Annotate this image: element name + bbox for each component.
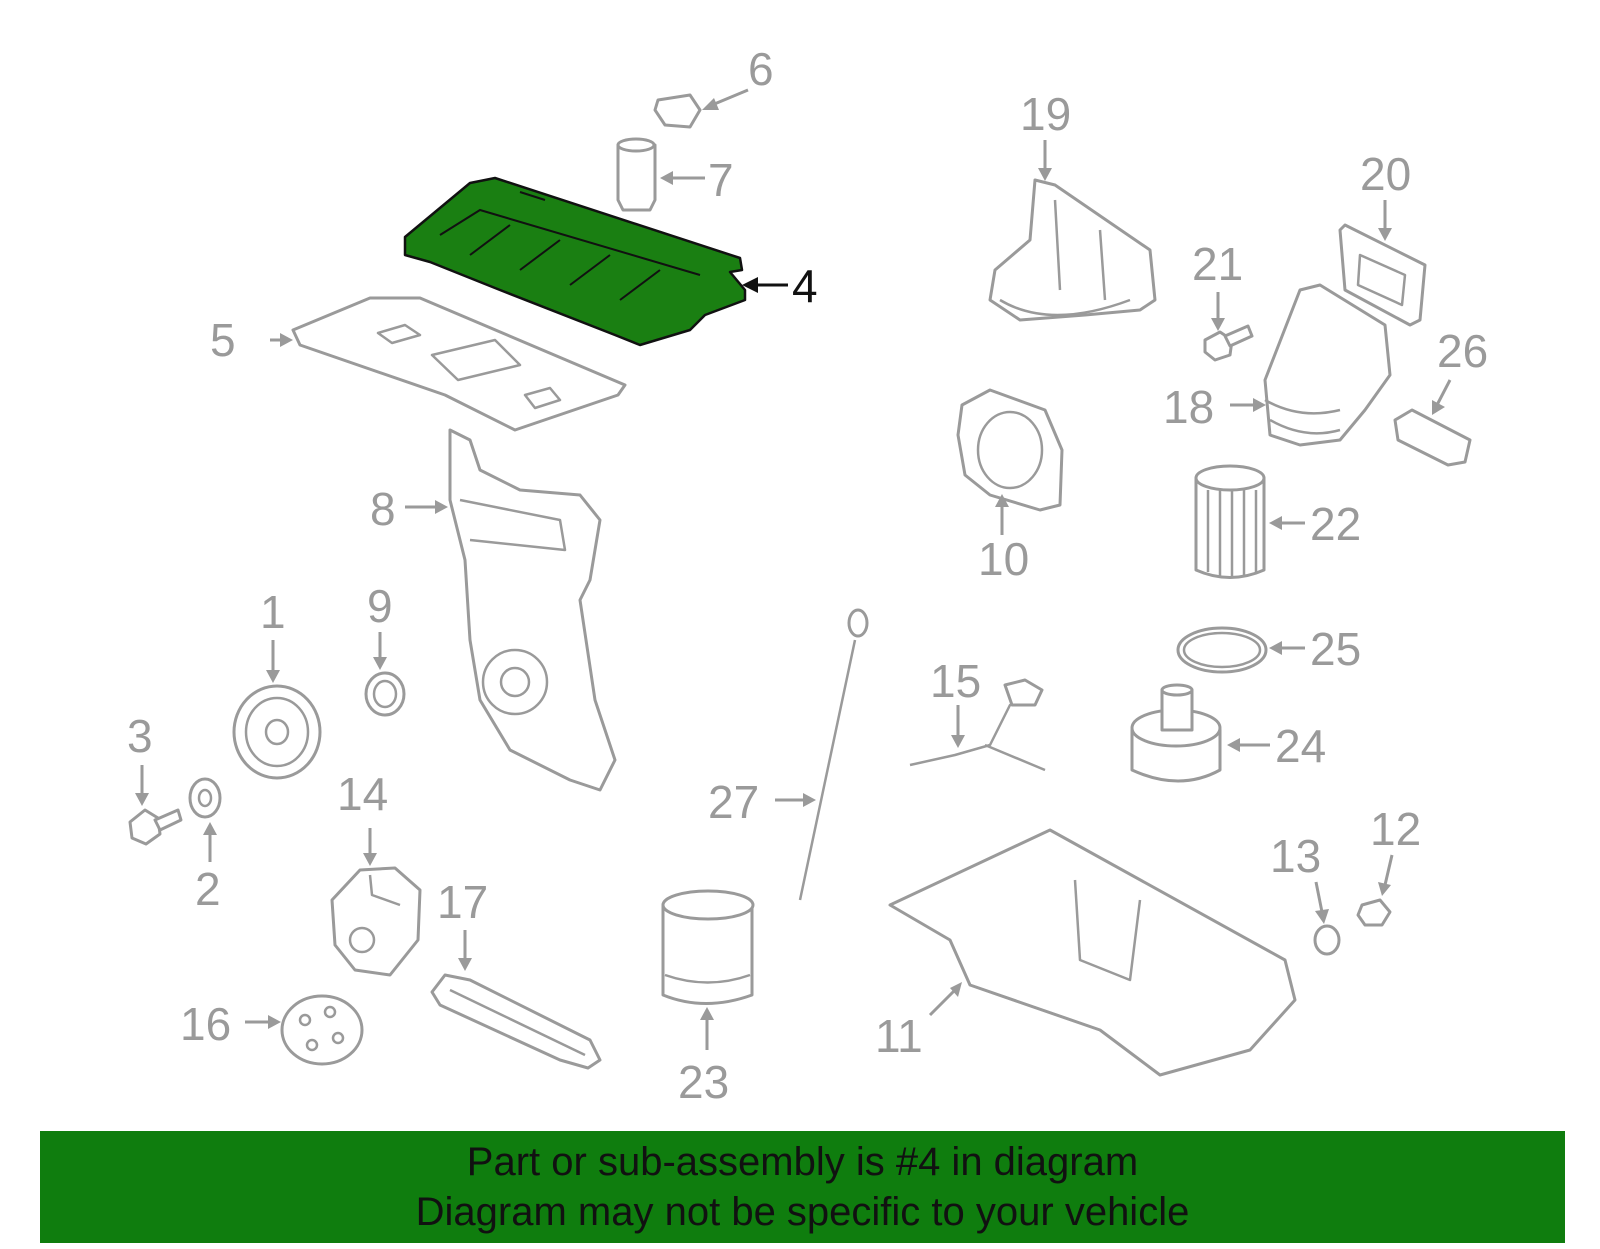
svg-text:7: 7 bbox=[708, 154, 734, 206]
callout-16: 16 bbox=[180, 998, 281, 1050]
svg-text:26: 26 bbox=[1437, 325, 1488, 377]
callout-15: 15 bbox=[930, 655, 981, 748]
svg-text:22: 22 bbox=[1310, 498, 1361, 550]
svg-text:2: 2 bbox=[195, 863, 221, 915]
banner-line-2: Diagram may not be specific to your vehi… bbox=[415, 1190, 1190, 1234]
part-22-filter-element bbox=[1194, 464, 1266, 579]
svg-text:12: 12 bbox=[1370, 803, 1421, 855]
svg-text:3: 3 bbox=[127, 710, 153, 762]
callout-27: 27 bbox=[708, 776, 816, 828]
callout-6: 6 bbox=[702, 43, 774, 110]
svg-text:11: 11 bbox=[875, 1010, 923, 1062]
part-23-oil-filter bbox=[661, 889, 755, 1005]
svg-text:25: 25 bbox=[1310, 623, 1361, 675]
callout-1: 1 bbox=[260, 586, 286, 683]
svg-text:18: 18 bbox=[1163, 381, 1214, 433]
svg-text:23: 23 bbox=[678, 1056, 729, 1108]
part-5-gasket bbox=[291, 296, 627, 432]
callout-17: 17 bbox=[437, 876, 488, 971]
callout-23: 23 bbox=[678, 1007, 729, 1108]
svg-text:4: 4 bbox=[792, 260, 818, 312]
part-27-dipstick bbox=[798, 608, 869, 901]
part-17-chain bbox=[430, 973, 602, 1070]
svg-text:8: 8 bbox=[370, 483, 396, 535]
part-8-timing-cover bbox=[448, 428, 617, 792]
part-25-o-ring bbox=[1176, 626, 1268, 674]
info-banner: Part or sub-assembly is #4 in diagram Di… bbox=[40, 1131, 1565, 1243]
callout-22: 22 bbox=[1269, 498, 1361, 550]
callout-10: 10 bbox=[978, 494, 1029, 585]
svg-text:6: 6 bbox=[748, 43, 774, 95]
callout-14: 14 bbox=[337, 768, 388, 866]
callout-4: 4 bbox=[742, 260, 818, 312]
callout-25: 25 bbox=[1269, 623, 1361, 675]
part-4-valve-cover[interactable] bbox=[403, 176, 747, 347]
part-9-seal bbox=[364, 671, 406, 717]
callout-12: 12 bbox=[1370, 803, 1421, 896]
callout-11: 11 bbox=[875, 982, 962, 1062]
callout-7: 7 bbox=[660, 154, 734, 206]
part-19-bracket bbox=[988, 178, 1157, 322]
callout-3: 3 bbox=[127, 710, 153, 806]
svg-text:15: 15 bbox=[930, 655, 981, 707]
callout-9: 9 bbox=[367, 580, 393, 670]
svg-text:1: 1 bbox=[260, 586, 286, 638]
callout-2: 2 bbox=[195, 822, 221, 915]
part-18-filter-housing bbox=[1263, 283, 1392, 447]
svg-text:13: 13 bbox=[1270, 830, 1321, 882]
callout-21: 21 bbox=[1192, 238, 1243, 331]
svg-text:20: 20 bbox=[1360, 148, 1411, 200]
svg-text:9: 9 bbox=[367, 580, 393, 632]
callout-5: 5 bbox=[210, 314, 293, 366]
svg-text:21: 21 bbox=[1192, 238, 1243, 290]
callout-19: 19 bbox=[1020, 88, 1071, 181]
part-13-washer bbox=[1313, 924, 1341, 956]
svg-text:24: 24 bbox=[1275, 720, 1326, 772]
svg-text:16: 16 bbox=[180, 998, 231, 1050]
callout-18: 18 bbox=[1163, 381, 1266, 433]
part-16-plate bbox=[280, 994, 364, 1066]
part-21-bolt bbox=[1203, 324, 1254, 362]
part-26-sensor bbox=[1393, 408, 1472, 467]
callout-20: 20 bbox=[1360, 148, 1411, 241]
part-7-filler-tube bbox=[616, 137, 657, 212]
callout-8: 8 bbox=[370, 483, 448, 535]
part-11-oil-pan bbox=[888, 828, 1297, 1077]
part-1-pulley bbox=[232, 684, 322, 780]
svg-text:27: 27 bbox=[708, 776, 759, 828]
part-2-washer bbox=[188, 777, 222, 819]
svg-text:5: 5 bbox=[210, 314, 236, 366]
svg-text:14: 14 bbox=[337, 768, 388, 820]
part-20-gasket bbox=[1338, 223, 1427, 327]
part-15-pickup-tube bbox=[909, 678, 1046, 772]
banner-line-1: Part or sub-assembly is #4 in diagram bbox=[466, 1140, 1139, 1184]
callout-24: 24 bbox=[1227, 720, 1326, 772]
svg-text:17: 17 bbox=[437, 876, 488, 928]
part-14-oil-pump bbox=[330, 866, 422, 977]
part-3-bolt bbox=[128, 808, 183, 846]
part-12-drain-plug bbox=[1356, 898, 1392, 927]
part-24-filter-cap bbox=[1130, 683, 1222, 783]
svg-text:10: 10 bbox=[978, 533, 1029, 585]
callout-26: 26 bbox=[1432, 325, 1488, 415]
callout-13: 13 bbox=[1270, 830, 1329, 924]
part-6-cap bbox=[653, 93, 702, 129]
part-10-rear-seal bbox=[956, 388, 1064, 512]
svg-text:19: 19 bbox=[1020, 88, 1071, 140]
